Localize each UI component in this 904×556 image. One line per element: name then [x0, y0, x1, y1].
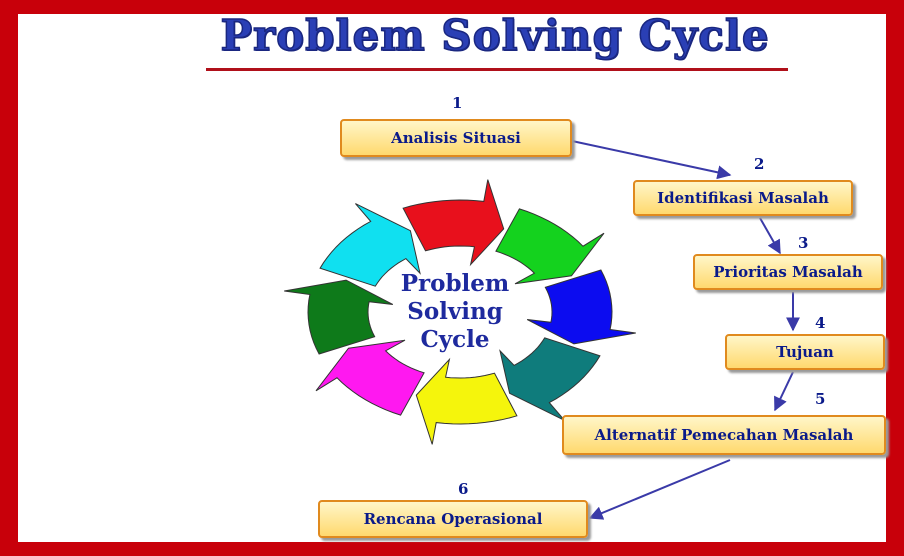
step-1-number: 1 — [452, 94, 463, 112]
step-5-box: Alternatif Pemecahan Masalah — [562, 415, 886, 455]
cycle-label-line-3: Cycle — [420, 326, 490, 353]
connector-5-6 — [588, 459, 731, 520]
step-4-number: 4 — [815, 314, 826, 332]
cycle-arrow-6 — [315, 339, 425, 416]
step-6-number: 6 — [458, 480, 469, 498]
step-3-number: 3 — [798, 234, 809, 252]
cycle-arrow-1 — [402, 179, 505, 267]
cycle-arrow-3 — [526, 269, 636, 345]
cycle-arrow-5 — [415, 357, 518, 445]
cycle-arrow-7 — [284, 279, 394, 355]
connector-2-3 — [759, 217, 781, 255]
step-6-box: Rencana Operasional — [318, 500, 588, 538]
cycle-label-line-2: Solving — [407, 298, 503, 325]
title-underline — [206, 68, 788, 71]
cycle-label-line-1: Problem — [400, 270, 510, 297]
step-4-box: Tujuan — [725, 334, 885, 370]
page-title: Problem Solving Cycle — [220, 10, 770, 61]
cycle-arrow-8 — [319, 203, 421, 287]
connectors — [571, 140, 800, 520]
step-5-number: 5 — [815, 390, 826, 408]
step-3-box: Prioritas Masalah — [693, 254, 883, 290]
cycle-ring — [284, 179, 636, 445]
step-2-number: 2 — [754, 155, 765, 173]
cycle-center-label: Problem Solving Cycle — [380, 270, 530, 354]
cycle-arrow-4 — [499, 337, 601, 421]
connector-1-2 — [571, 140, 732, 180]
connector-4-5 — [774, 371, 794, 412]
step-1-box: Analisis Situasi — [340, 119, 572, 157]
cycle-arrow-2 — [495, 208, 605, 285]
step-2-box: Identifikasi Masalah — [633, 180, 853, 216]
